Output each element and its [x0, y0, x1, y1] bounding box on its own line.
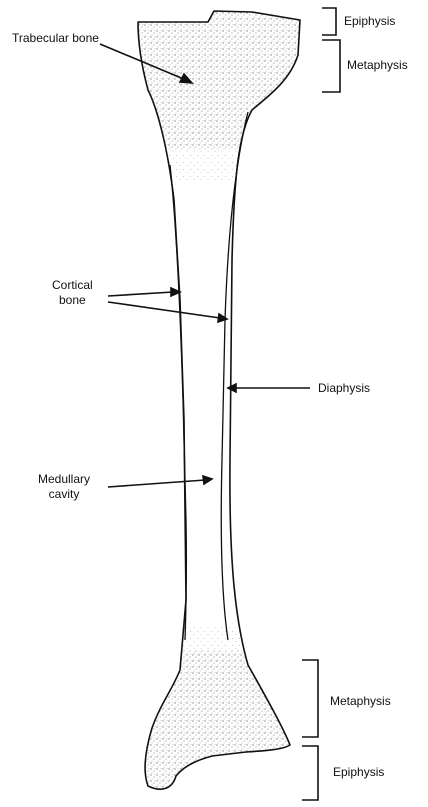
- label-epiphysis-top: Epiphysis: [344, 14, 395, 29]
- bracket-epiphysis-bottom: [302, 746, 318, 800]
- label-medullary-cavity: Medullary cavity: [38, 472, 90, 502]
- bracket-epiphysis-top: [322, 8, 336, 35]
- cortical-wall-right: [221, 112, 248, 640]
- label-trabecular-bone: Trabecular bone: [12, 31, 99, 46]
- label-cortical-bone: Cortical bone: [52, 278, 93, 308]
- label-epiphysis-bottom: Epiphysis: [333, 765, 384, 780]
- label-metaphysis-bottom: Metaphysis: [330, 694, 391, 709]
- label-diaphysis: Diaphysis: [318, 381, 370, 396]
- region-brackets: [302, 8, 340, 800]
- bracket-metaphysis-bottom: [302, 660, 318, 737]
- trabecular-stipple: [130, 5, 310, 800]
- bracket-metaphysis-top: [322, 40, 340, 92]
- label-metaphysis-top: Metaphysis: [347, 58, 408, 73]
